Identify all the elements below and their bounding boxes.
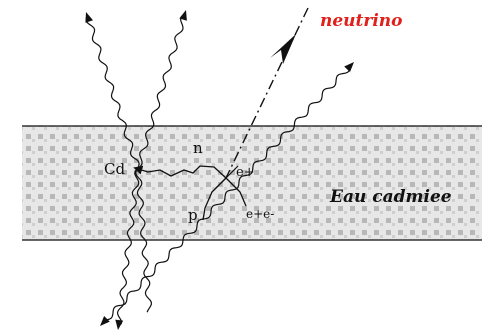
neutrino-arrowhead [270,34,296,64]
proton-label: p [188,206,198,224]
cadmium-water-band [22,126,482,240]
cadmium-label: Cd [104,160,125,178]
neutrino-track [225,7,309,179]
medium-label: Eau cadmiee [329,187,452,207]
neutron-track [133,165,227,179]
photon-tracks [85,10,354,330]
photon-cd-down [116,167,140,325]
photon-cd-up-right [137,14,184,169]
positron-track [225,177,247,207]
photon-cd-down-right [135,167,153,313]
photon-cd-up-left-arrowhead [85,12,93,23]
annihilation-link [213,165,239,191]
positron-label: e+ [236,165,255,180]
electron-pair-label: e+e- [246,207,274,221]
photon-ann-up [231,66,351,191]
photon-ann-down-arrowhead [100,316,110,326]
photon-ann-down [102,189,233,321]
neutrino-label: neutrino [320,11,403,31]
photon-cd-down-arrowhead [115,319,124,330]
photon-ann-up-arrowhead [344,62,354,72]
neutron-label: n [193,139,203,157]
photon-cd-up-left [85,18,140,169]
photon-cd-up-right-arrowhead [179,10,187,21]
